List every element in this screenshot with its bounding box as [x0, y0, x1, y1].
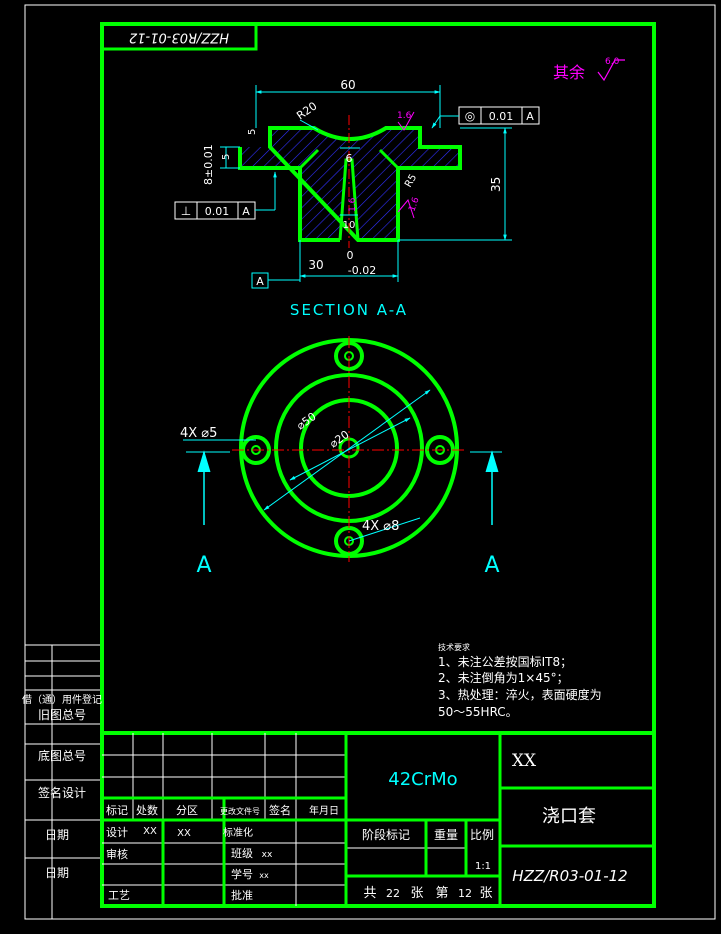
section-view: 60 R20 5 6 8±0.01 5 35 10 R5 1.6 1.6 1.6 — [174, 78, 540, 319]
rev-header-doc: 更改文件号 — [220, 806, 260, 816]
outer-border — [24, 4, 716, 920]
notes-heading: 技术要求 — [438, 642, 470, 652]
role-design-name: XX — [143, 826, 157, 837]
dim-30: 30 — [308, 258, 323, 272]
dim-30-tol-upper: 0 — [347, 249, 354, 262]
gdt-right-symbol: ◎ — [465, 109, 475, 123]
gdt-left-value: 0.01 — [205, 205, 230, 218]
side-table-row-1: 旧图总号 — [38, 708, 86, 722]
datum-a: A — [256, 275, 264, 288]
dim-60: 60 — [340, 78, 355, 92]
gdt-concentricity: ◎ 0.01 A — [431, 106, 540, 129]
role-design-date: XX — [177, 828, 191, 839]
dim-1-6-mid: 1.6 — [348, 197, 358, 212]
weight-label: 重量 — [434, 828, 458, 842]
role-standard: 标准化 — [223, 826, 253, 839]
gdt-left-symbol: ⊥ — [181, 204, 191, 218]
rev-header-count: 处数 — [136, 804, 158, 817]
part-name: 浇口套 — [542, 806, 596, 827]
role-class-value: xx — [262, 850, 273, 860]
technical-notes: 技术要求 1、未注公差按国标IT8； 2、未注倒角为1×45°； 3、热处理：淬… — [438, 642, 602, 719]
surface-finish-label: 其余 — [553, 63, 585, 82]
side-table-row-4: 日期 — [45, 828, 69, 842]
hole-label-small: 4X ⌀5 — [180, 426, 217, 441]
title-block: 42CrMo XX 浇口套 HZZ/R03-01-12 标记 处数 分区 更改文… — [102, 731, 654, 906]
role-design: 设计 — [106, 826, 128, 839]
scale-label: 比例 — [470, 828, 494, 842]
stage-label: 阶段标记 — [362, 827, 410, 842]
rev-header-date: 年月日 — [309, 804, 339, 817]
notes-line-2: 2、未注倒角为1×45°； — [438, 670, 569, 685]
notes-line-3: 3、热处理：淬火，表面硬度为 — [438, 687, 602, 702]
sheets-current: 12 — [458, 887, 472, 900]
rev-header-mark: 标记 — [106, 803, 128, 817]
dim-8-tol: 8±0.01 — [202, 144, 215, 185]
sheets-current-label: 第 — [435, 886, 448, 901]
section-title: SECTION A-A — [290, 301, 408, 319]
notes-line-1: 1、未注公差按国标IT8； — [438, 654, 572, 669]
inner-border — [100, 22, 656, 908]
dim-5: 5 — [247, 129, 258, 135]
top-view: ⌀50 ⌀20 4X ⌀5 4X ⌀8 A A — [180, 336, 502, 578]
rotated-drawing-number-box: HZZ/R03-01-12 — [100, 22, 258, 51]
role-process: 工艺 — [108, 889, 130, 902]
surface-finish: 其余 6.0 — [553, 57, 625, 82]
side-table-row-5: 日期 — [45, 866, 69, 880]
sheets-unit-1: 张 — [410, 886, 423, 901]
side-registration-table — [25, 644, 100, 919]
section-hatch — [240, 128, 460, 240]
dim-5b: 5 — [221, 154, 232, 160]
role-approve: 批准 — [231, 888, 253, 902]
drawing-number: HZZ/R03-01-12 — [512, 867, 627, 885]
sheets-total-label: 共 — [363, 886, 376, 901]
role-review: 审核 — [106, 847, 128, 861]
section-arrow-right-label: A — [484, 553, 499, 578]
side-table-row-3: 签名设计 — [38, 785, 86, 800]
scale-value: 1:1 — [475, 861, 491, 872]
dim-35: 35 — [489, 177, 503, 192]
hole-label-large: 4X ⌀8 — [362, 519, 399, 534]
gdt-right-datum: A — [526, 110, 534, 123]
dim-30-tol-lower: -0.02 — [348, 264, 376, 277]
rev-header-zone: 分区 — [176, 804, 198, 817]
role-class: 班级 — [231, 847, 253, 860]
dim-10: 10 — [343, 220, 356, 231]
role-student-no-value: xx — [259, 871, 269, 880]
sheets-total: 22 — [386, 887, 400, 900]
dia-20: ⌀20 — [327, 428, 351, 450]
gdt-right-value: 0.01 — [489, 110, 514, 123]
rev-header-sign: 签名 — [269, 803, 291, 817]
dim-r20: R20 — [294, 99, 319, 122]
side-table-row-2: 底图总号 — [38, 748, 86, 763]
notes-line-4: 50～55HRC。 — [438, 705, 518, 719]
gdt-left-datum: A — [242, 205, 250, 218]
dim-6: 6 — [346, 152, 353, 165]
material: 42CrMo — [388, 769, 457, 790]
gdt-perpendicularity: ⊥ 0.01 A — [174, 171, 277, 220]
dim-1-6-top: 1.6 — [397, 111, 412, 121]
company: XX — [512, 751, 537, 771]
dim-r5: R5 — [403, 172, 419, 189]
surface-finish-value: 6.0 — [605, 57, 620, 67]
sheets-unit-2: 张 — [479, 886, 492, 901]
side-table-header: 借（通）用件登记 — [22, 693, 102, 706]
rotated-drawing-number: HZZ/R03-01-12 — [129, 30, 229, 45]
role-student-no: 学号 — [231, 867, 253, 881]
section-arrow-left-label: A — [196, 553, 211, 578]
